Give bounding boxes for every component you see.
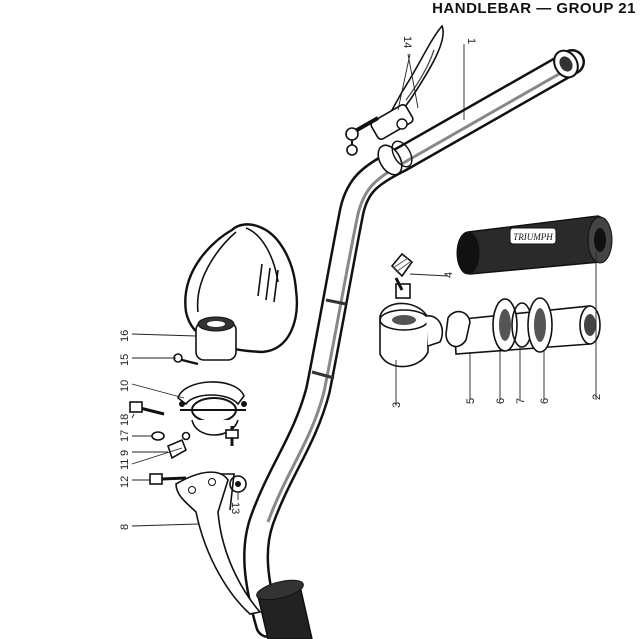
callout-3: 3 <box>391 402 403 408</box>
handlebar-tube <box>243 49 585 638</box>
callout-17: 17 <box>119 430 131 442</box>
grip-brand-text: TRIUMPH <box>513 232 553 242</box>
screw-12 <box>149 473 187 485</box>
diagram-title: HANDLEBAR — GROUP 21 <box>432 0 636 17</box>
callout-14: 14 <box>401 36 413 48</box>
callout-7: 7 <box>515 398 527 404</box>
callout-18: 18 <box>119 414 131 426</box>
switch-housing-with-cable <box>184 223 298 361</box>
callout-8: 8 <box>119 524 131 530</box>
leader-lines <box>131 44 597 527</box>
callout-11: 11 <box>119 459 131 470</box>
throttle-sleeve <box>445 305 601 355</box>
callout-15: 15 <box>119 354 131 366</box>
clamp-hardware <box>129 401 191 460</box>
lever-bracket <box>175 471 262 615</box>
callout-16: 16 <box>119 330 131 342</box>
right-handlebar-grip: TRIUMPH <box>456 215 613 275</box>
callout-labels: 1 2 3 4 5 6 7 6 8 9 10 11 12 13 14 15 16… <box>119 36 603 530</box>
callout-4: 4 <box>443 272 455 278</box>
adjuster-screw <box>390 252 414 291</box>
callout-2: 2 <box>591 394 603 400</box>
throttle-rings <box>492 297 553 353</box>
callout-13: 13 <box>229 502 241 514</box>
callout-6b: 6 <box>539 398 551 404</box>
callout-1: 1 <box>465 38 477 44</box>
left-handlebar-grip <box>256 579 313 639</box>
mounting-clamp <box>177 381 247 446</box>
screw-15 <box>173 353 199 366</box>
front-brake-lever <box>345 24 444 176</box>
callout-9: 9 <box>119 450 131 456</box>
callout-6a: 6 <box>495 398 507 404</box>
callout-10: 10 <box>119 380 131 392</box>
callout-12: 12 <box>119 476 131 488</box>
twist-grip-body <box>379 283 444 368</box>
callout-5: 5 <box>465 398 477 404</box>
